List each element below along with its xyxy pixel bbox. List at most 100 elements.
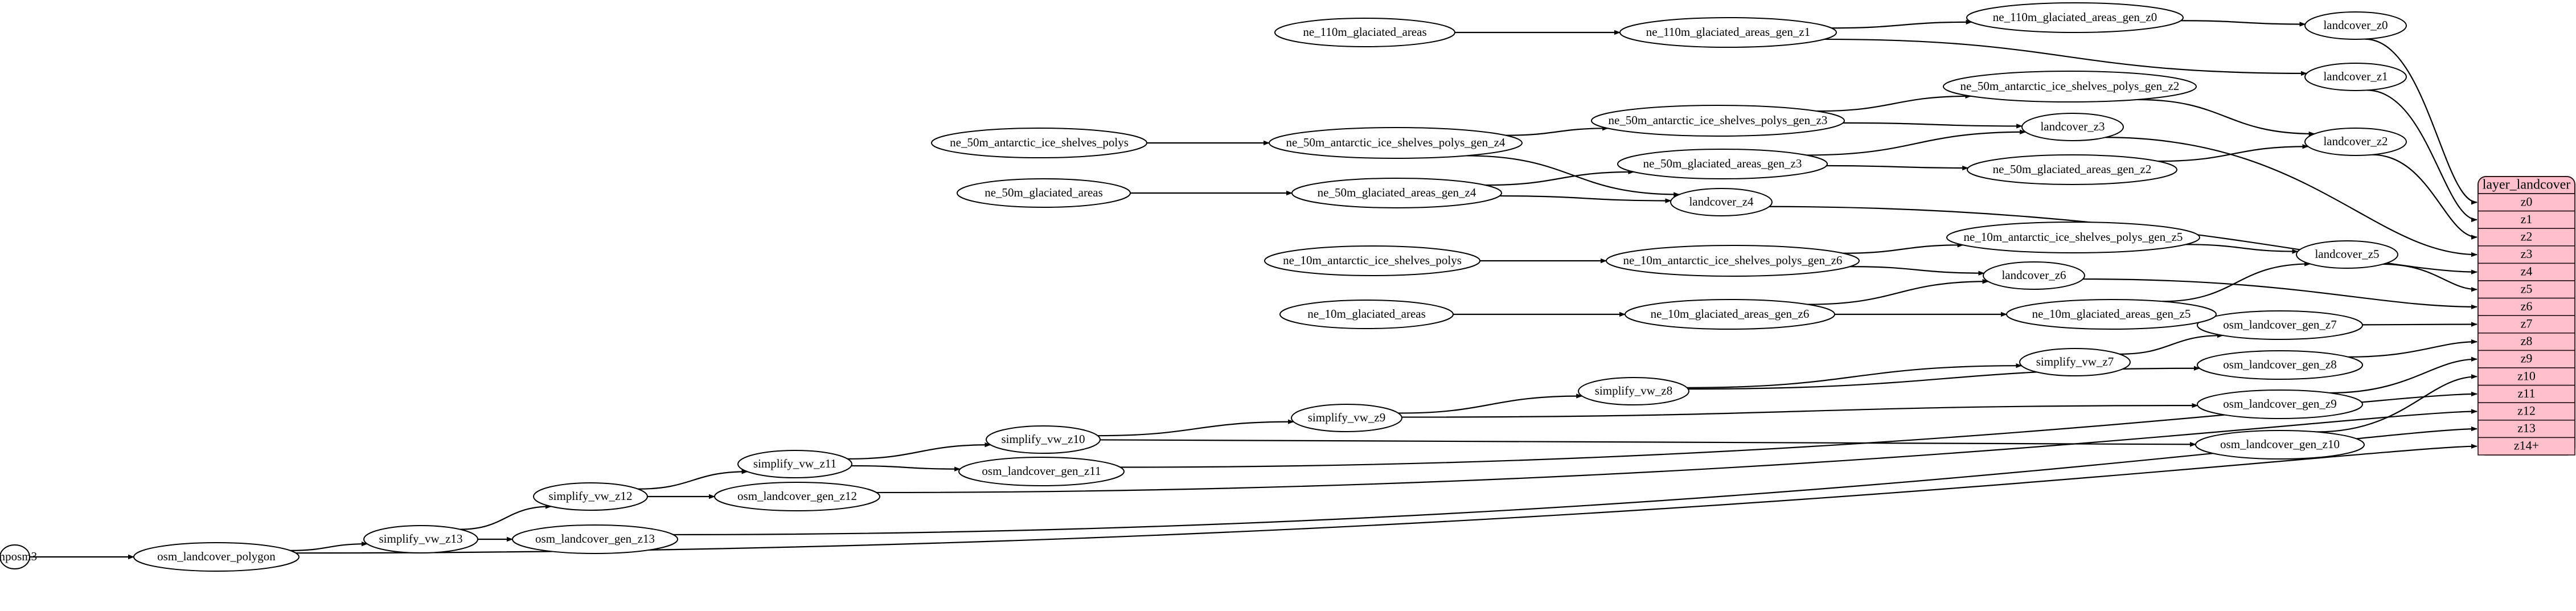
node-ellipse (1966, 2, 2184, 33)
table-row-z13[interactable]: z13 (2477, 419, 2575, 438)
graph-node-landcover_z5[interactable]: landcover_z5 (2296, 240, 2398, 269)
node-label: ne_50m_glaciated_areas_gen_z3 (1643, 157, 1802, 170)
graph-node-simplify_vw_z11[interactable]: simplify_vw_z11 (737, 450, 852, 478)
graph-node-osm_landcover_gen_z8[interactable]: osm_landcover_gen_z8 (2197, 350, 2363, 380)
graph-node-osm_landcover_gen_z10[interactable]: osm_landcover_gen_z10 (2195, 430, 2365, 460)
graph-node-ne_110m_glaciated_areas[interactable]: ne_110m_glaciated_areas (1274, 18, 1455, 47)
graph-node-simplify_vw_z12[interactable]: simplify_vw_z12 (533, 482, 648, 511)
table-row-z11[interactable]: z11 (2477, 384, 2575, 403)
node-label: osm_landcover_gen_z7 (2223, 318, 2336, 331)
graph-node-ne_10m_glaciated_areas_gen_z5[interactable]: ne_10m_glaciated_areas_gen_z5 (2006, 299, 2217, 330)
table-row-z5[interactable]: z5 (2477, 280, 2575, 299)
table-row-z7[interactable]: z7 (2477, 315, 2575, 334)
node-ellipse (1578, 377, 1689, 405)
table-row-z4[interactable]: z4 (2477, 263, 2575, 281)
graph-edge (460, 504, 552, 530)
table-cell-bg (2477, 437, 2575, 456)
graph-node-osm_landcover_gen_z12[interactable]: osm_landcover_gen_z12 (714, 482, 880, 511)
node-label: ne_50m_antarctic_ice_shelves_polys_gen_z… (1960, 79, 2180, 93)
graph-node-ne_10m_glaciated_areas[interactable]: ne_10m_glaciated_areas (1279, 300, 1454, 329)
graph-edge (2365, 38, 2477, 205)
node-label: ne_10m_glaciated_areas_gen_z5 (2032, 307, 2191, 321)
graph-node-ne_50m_antarctic_ice_shelves_polys_gen_z2[interactable]: ne_50m_antarctic_ice_shelves_polys_gen_z… (1943, 71, 2197, 102)
node-ellipse (737, 450, 852, 478)
node-label: simplify_vw_z9 (1308, 411, 1386, 424)
graph-edge (1843, 122, 2023, 129)
graph-node-ne_110m_glaciated_areas_gen_z1[interactable]: ne_110m_glaciated_areas_gen_z1 (1619, 17, 1837, 48)
node-label: landcover_z3 (2040, 120, 2105, 133)
graph-node-ne_50m_antarctic_ice_shelves_polys_gen_z3[interactable]: ne_50m_antarctic_ice_shelves_polys_gen_z… (1591, 105, 1845, 137)
table-cell-bg (2477, 384, 2575, 403)
graph-node-osm_landcover_gen_z7[interactable]: osm_landcover_gen_z7 (2197, 310, 2363, 340)
graph-node-ne_110m_glaciated_areas_gen_z0[interactable]: ne_110m_glaciated_areas_gen_z0 (1966, 2, 2184, 33)
graph-node-osm_landcover_gen_z13[interactable]: osm_landcover_gen_z13 (512, 524, 678, 554)
graph-node-imposm3[interactable]: imposm3 (0, 544, 37, 569)
graph-node-ne_50m_antarctic_ice_shelves_polys_gen_z4[interactable]: ne_50m_antarctic_ice_shelves_polys_gen_z… (1269, 127, 1523, 159)
node-ellipse (714, 482, 880, 511)
table-row-z0[interactable]: z0 (2477, 193, 2575, 212)
graph-edge (1816, 93, 1972, 112)
node-label: landcover_z1 (2323, 69, 2388, 83)
table-row-z3[interactable]: z3 (2477, 245, 2575, 264)
graph-node-landcover_z6[interactable]: landcover_z6 (1983, 261, 2085, 290)
graph-node-landcover_z3[interactable]: landcover_z3 (2021, 113, 2124, 141)
graph-edge (1826, 165, 1969, 171)
graph-edge (1769, 206, 2477, 274)
graph-node-landcover_z2[interactable]: landcover_z2 (2304, 128, 2407, 156)
graph-node-ne_50m_glaciated_areas_gen_z2[interactable]: ne_50m_glaciated_areas_gen_z2 (1967, 154, 2177, 185)
node-ellipse (1967, 154, 2177, 185)
graph-node-simplify_vw_z13[interactable]: simplify_vw_z13 (363, 525, 478, 553)
table-row-z1[interactable]: z1 (2477, 210, 2575, 229)
table-cell-bg (2477, 193, 2575, 212)
table-cell-bg (2477, 350, 2575, 368)
table-cell-bg (2477, 315, 2575, 334)
node-label: osm_landcover_gen_z13 (535, 532, 655, 546)
graph-edge (638, 469, 748, 490)
graph-node-landcover_z1[interactable]: landcover_z1 (2304, 63, 2407, 91)
table-cell-label: z8 (2521, 334, 2533, 348)
graph-node-ne_10m_antarctic_ice_shelves_polys_gen_z6[interactable]: ne_10m_antarctic_ice_shelves_polys_gen_z… (1606, 245, 1860, 277)
table-row-z14plus[interactable]: z14+ (2477, 437, 2575, 456)
table-row-z9[interactable]: z9 (2477, 350, 2575, 368)
graph-edge (2348, 339, 2477, 358)
node-label: simplify_vw_z13 (379, 532, 463, 546)
graph-edge (1499, 195, 1672, 203)
graph-node-landcover_z4[interactable]: landcover_z4 (1670, 188, 1773, 216)
graph-node-simplify_vw_z7[interactable]: simplify_vw_z7 (2019, 348, 2131, 376)
graph-node-simplify_vw_z10[interactable]: simplify_vw_z10 (986, 425, 1101, 454)
graph-node-simplify_vw_z8[interactable]: simplify_vw_z8 (1578, 377, 1689, 405)
graph-edge (847, 442, 991, 460)
graph-node-osm_landcover_gen_z9[interactable]: osm_landcover_gen_z9 (2197, 389, 2363, 419)
node-label: ne_10m_antarctic_ice_shelves_polys_gen_z… (1964, 230, 2183, 244)
table-row-z6[interactable]: z6 (2477, 297, 2575, 316)
node-ellipse (1943, 71, 2197, 102)
graph-node-simplify_vw_z9[interactable]: simplify_vw_z9 (1291, 404, 1402, 432)
table-row-z10[interactable]: z10 (2477, 367, 2575, 386)
graph-node-landcover_z0[interactable]: landcover_z0 (2304, 11, 2407, 40)
graph-node-ne_50m_antarctic_ice_shelves_polys[interactable]: ne_50m_antarctic_ice_shelves_polys (931, 128, 1147, 158)
node-ellipse (2304, 128, 2407, 156)
graph-node-ne_10m_glaciated_areas_gen_z6[interactable]: ne_10m_glaciated_areas_gen_z6 (1625, 299, 1835, 330)
graph-edge (2383, 263, 2477, 292)
graph-node-ne_10m_antarctic_ice_shelves_polys_gen_z5[interactable]: ne_10m_antarctic_ice_shelves_polys_gen_z… (1946, 222, 2200, 253)
node-label: ne_10m_glaciated_areas_gen_z6 (1651, 307, 1810, 321)
node-ellipse (1291, 404, 1402, 432)
node-label: ne_10m_antarctic_ice_shelves_polys (1283, 253, 1462, 267)
node-label: simplify_vw_z8 (1595, 384, 1673, 397)
table-row-z12[interactable]: z12 (2477, 402, 2575, 421)
graph-node-ne_50m_glaciated_areas_gen_z3[interactable]: ne_50m_glaciated_areas_gen_z3 (1617, 149, 1828, 179)
graph-node-osm_landcover_polygon[interactable]: osm_landcover_polygon (133, 542, 300, 572)
table-row-z8[interactable]: z8 (2477, 332, 2575, 351)
graph-node-osm_landcover_gen_z11[interactable]: osm_landcover_gen_z11 (958, 457, 1125, 486)
node-ellipse (1606, 245, 1860, 277)
table-cell-label: z4 (2521, 264, 2533, 278)
table-cell-bg (2477, 297, 2575, 316)
graph-node-ne_50m_glaciated_areas[interactable]: ne_50m_glaciated_areas (957, 178, 1131, 208)
graph-node-ne_10m_antarctic_ice_shelves_polys[interactable]: ne_10m_antarctic_ice_shelves_polys (1264, 245, 1480, 276)
graph-node-ne_50m_glaciated_areas_gen_z4[interactable]: ne_50m_glaciated_areas_gen_z4 (1291, 178, 1502, 208)
graph-edge (1120, 391, 2477, 468)
graph-edge (296, 444, 2477, 554)
table-row-z2[interactable]: z2 (2477, 228, 2575, 247)
table-cell-label: z0 (2521, 194, 2533, 208)
